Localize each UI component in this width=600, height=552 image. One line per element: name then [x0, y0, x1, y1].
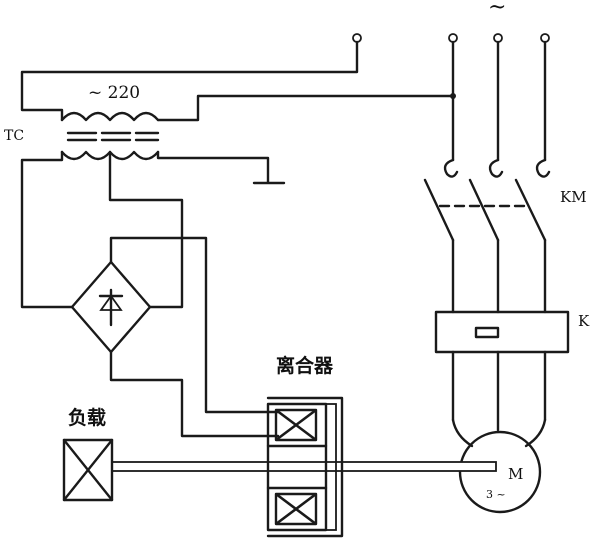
load — [62, 438, 114, 502]
coil-lower-cross-b — [275, 492, 317, 526]
contactor-label: KM — [560, 188, 587, 206]
primary-lead-right — [156, 94, 455, 122]
supply-terminals — [352, 33, 550, 43]
contact-hook-3 — [535, 158, 551, 178]
bridge-rectifier — [70, 236, 280, 438]
diode-triangle — [99, 294, 123, 311]
motor-m: M 3 ~ — [458, 430, 542, 514]
clutch-coil-lower — [274, 492, 318, 526]
center-tap-lead — [108, 150, 184, 309]
primary-lead-left — [20, 40, 359, 122]
primary-coil — [60, 111, 160, 122]
switch-k-box — [434, 310, 570, 354]
switch-k — [434, 310, 570, 448]
contact-blade-2 — [468, 178, 500, 242]
clutch-label: 离合器 — [276, 354, 334, 377]
clutch — [266, 396, 344, 538]
motor-phase-label: 3 ~ — [486, 488, 506, 501]
load-cross-b — [62, 438, 114, 502]
shaft — [111, 461, 497, 472]
contact-hook-2 — [488, 158, 504, 178]
transformer-tc — [20, 40, 456, 309]
dc-positive-lead — [109, 236, 280, 414]
secondary-ground-lead — [156, 150, 270, 184]
motor-letter: M — [508, 465, 523, 483]
motor-feed-3 — [524, 418, 547, 448]
clutch-coil-upper — [274, 408, 318, 442]
shaft-body — [111, 461, 497, 472]
load-box — [62, 438, 114, 502]
coil-upper-cross-b — [275, 408, 317, 442]
clutch-body — [266, 402, 328, 532]
load-label: 负载 — [68, 406, 106, 429]
voltage-label: ~ 220 — [88, 83, 140, 103]
transformer-label: TC — [4, 128, 24, 144]
contactor-km — [423, 40, 551, 314]
motor-feed-1 — [451, 418, 474, 448]
motor-circle — [458, 430, 542, 514]
contact-hook-1 — [443, 158, 459, 178]
contact-blade-3 — [514, 178, 547, 242]
switch-label: K — [578, 312, 590, 330]
clutch-housing — [266, 396, 344, 538]
dc-negative-lead — [109, 350, 280, 438]
switch-k-element — [474, 326, 500, 339]
ac-supply-symbol: ~ — [488, 0, 506, 20]
contact-blade-1 — [423, 178, 455, 242]
secondary-left-lead — [20, 150, 74, 309]
